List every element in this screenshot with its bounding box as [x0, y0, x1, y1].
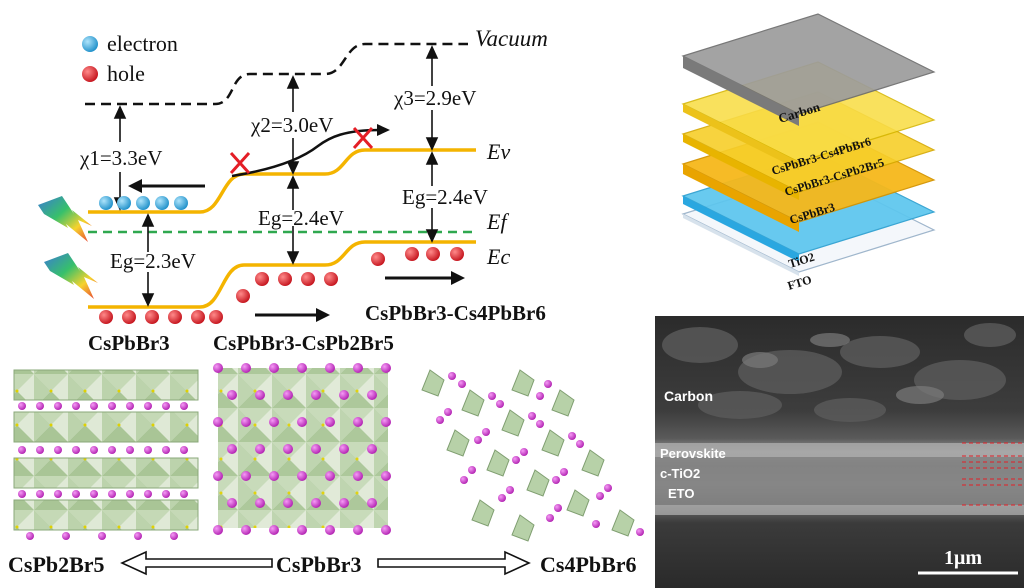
crystal-label-cs4pbbr6: Cs4PbBr6 — [540, 552, 637, 577]
cspb2br5-structure — [13, 369, 199, 540]
electron-legend-label: electron — [107, 31, 178, 56]
chi2-label: χ2=3.0eV — [250, 113, 333, 137]
light-bolt-icon-2 — [44, 253, 98, 299]
chi3-label: χ3=2.9eV — [393, 86, 476, 110]
hole-legend-label: hole — [107, 61, 145, 86]
crystal-structures: CsPb2Br5 CsPbBr3 Cs4PbBr6 — [8, 363, 644, 577]
ev-label: Ev — [486, 139, 510, 164]
vacuum-label: Vacuum — [475, 26, 548, 51]
cs4pbbr6-structure — [421, 369, 644, 542]
eg1-label: Eg=2.3eV — [110, 249, 196, 273]
device-layer-stack: Carbon CsPbBr3-Cs4PbBr6 CsPbBr3-CsPb2Br5… — [681, 13, 936, 293]
hole-markers — [99, 247, 464, 324]
light-bolt-icon — [38, 196, 92, 242]
electron-markers — [99, 196, 188, 210]
electron-legend-icon — [82, 36, 98, 52]
ec-label: Ec — [486, 244, 510, 269]
ef-label: Ef — [486, 209, 509, 234]
cspbbr3-structure — [213, 363, 391, 535]
material-label-cspbbr3-cs4pbbr6: CsPbBr3-Cs4PbBr6 — [365, 301, 546, 325]
chi1-label: χ1=3.3eV — [79, 146, 162, 170]
crystal-label-cspb2br5: CsPb2Br5 — [8, 552, 105, 577]
sem-label-ctio2: c-TiO2 — [660, 466, 700, 481]
vacuum-level-line — [85, 42, 468, 106]
material-label-cspbbr3: CsPbBr3 — [88, 331, 170, 355]
band-diagram: electron hole Vacuum Ev Ef Ec — [38, 26, 548, 355]
eg3-label: Eg=2.4eV — [402, 185, 488, 209]
hollow-arrow-right — [377, 550, 531, 576]
sem-label-carbon: Carbon — [664, 388, 713, 404]
scale-bar-label: 1μm — [944, 547, 982, 569]
sem-label-fto: ETO — [668, 486, 695, 501]
material-label-cspbbr3-cspb2br5: CsPbBr3-CsPb2Br5 — [213, 331, 394, 355]
sem-cross-section: Carbon Perovskite c-TiO2 ETO 1μm — [655, 316, 1024, 588]
sem-label-perovskite: Perovskite — [660, 446, 726, 461]
hole-legend-icon — [82, 66, 98, 82]
crystal-label-cspbbr3: CsPbBr3 — [276, 552, 362, 577]
eg2-label: Eg=2.4eV — [258, 206, 344, 230]
hollow-arrow-left — [120, 550, 273, 576]
lower-band-line — [88, 240, 476, 309]
layer-label-fto: FTO — [786, 272, 813, 293]
